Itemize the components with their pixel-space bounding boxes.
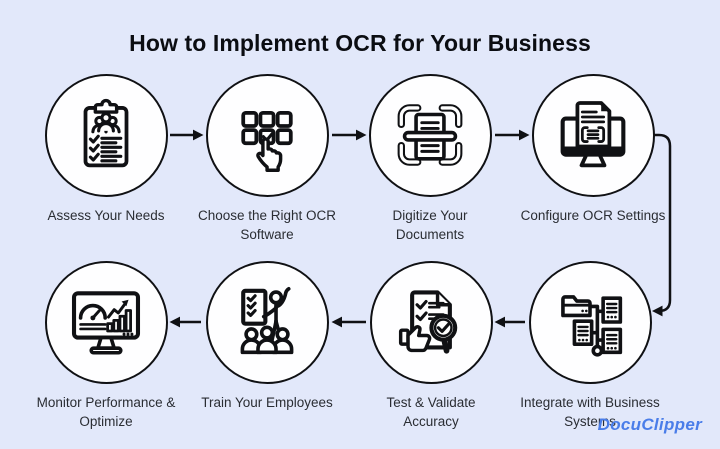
step-6-circle bbox=[369, 260, 493, 384]
step-4-circle bbox=[531, 73, 655, 197]
validate-accuracy-icon bbox=[398, 290, 458, 354]
arrowhead-icon bbox=[169, 316, 180, 328]
monitor-ocr-settings-icon bbox=[560, 101, 626, 168]
document-scan-icon bbox=[397, 104, 463, 166]
step-8-label: Monitor Performance & Optimize bbox=[36, 395, 176, 429]
arrowhead-icon bbox=[652, 305, 663, 317]
step-5-circle bbox=[528, 260, 652, 384]
step-3-label: Digitize Your Documents bbox=[392, 208, 468, 242]
arrowhead-icon bbox=[494, 316, 505, 328]
step-8-circle bbox=[44, 260, 168, 384]
docuclipper-logo: DocuClipper bbox=[597, 415, 702, 434]
step-2-circle bbox=[205, 73, 329, 197]
step-1-label: Assess Your Needs bbox=[47, 208, 165, 223]
arrowhead-icon bbox=[331, 316, 342, 328]
systems-integration-icon bbox=[561, 295, 623, 357]
employee-training-icon bbox=[240, 286, 294, 355]
step-1-circle bbox=[44, 73, 168, 197]
step-4-label: Configure OCR Settings bbox=[520, 208, 666, 223]
step-5-label: Integrate with Business Systems bbox=[520, 395, 660, 429]
page-title: How to Implement OCR for Your Business bbox=[129, 30, 591, 56]
arrowhead-icon bbox=[519, 129, 530, 141]
step-6-label: Test & Validate Accuracy bbox=[386, 395, 476, 429]
step-7-label: Train Your Employees bbox=[201, 395, 333, 410]
performance-dashboard-icon bbox=[71, 291, 141, 355]
step-2-label: Choose the Right OCR Software bbox=[197, 208, 337, 242]
clipboard-checklist-icon bbox=[83, 98, 129, 168]
step-7-circle bbox=[205, 260, 329, 384]
arrowhead-icon bbox=[356, 129, 367, 141]
step-3-circle bbox=[368, 73, 492, 197]
software-selection-grid-icon bbox=[241, 110, 293, 172]
arrowhead-icon bbox=[193, 129, 204, 141]
